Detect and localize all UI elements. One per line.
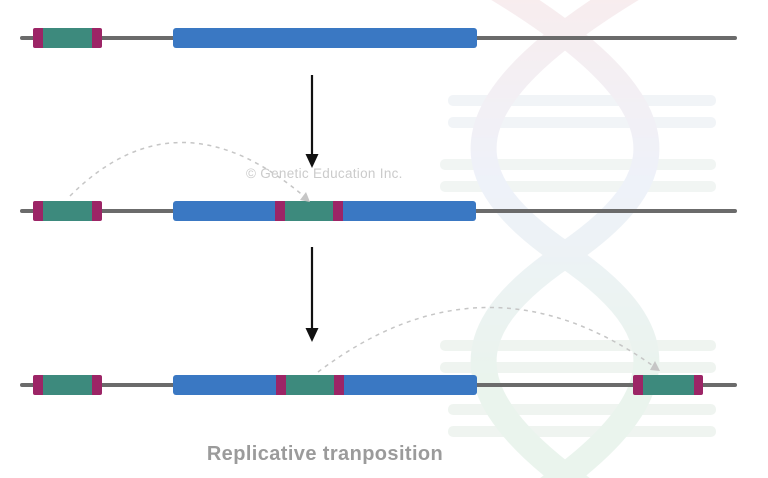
transposon-body [43, 201, 92, 221]
transposon-body [643, 375, 694, 395]
target-dna-segment [343, 201, 476, 221]
transposon-copy-new-site-step3 [633, 375, 703, 395]
target-dna-segment [173, 201, 275, 221]
transposon-body [43, 375, 92, 395]
inverted-repeat-left [33, 375, 43, 395]
inserted-transposon-copy [285, 201, 333, 221]
inverted-repeat-right [92, 375, 102, 395]
inverted-repeat-left [633, 375, 643, 395]
helix-rung [448, 426, 716, 437]
transposon-donor-step2 [33, 201, 102, 221]
inverted-repeat-left [276, 375, 286, 395]
inverted-repeat-left [275, 201, 285, 221]
inverted-repeat-right [334, 375, 344, 395]
inverted-repeat-left [33, 28, 43, 48]
transposon-body [43, 28, 92, 48]
transposon-donor-step3 [33, 375, 102, 395]
dna-helix-watermark-icon [440, 0, 716, 478]
inverted-repeat-left [33, 201, 43, 221]
diagram-caption: Replicative tranposition [206, 443, 444, 465]
helix-strand [470, 0, 660, 478]
target-dna-segment [173, 375, 276, 395]
inverted-repeat-right [694, 375, 703, 395]
inverted-repeat-right [92, 201, 102, 221]
inserted-transposon-copy [286, 375, 334, 395]
target-dna-segment [344, 375, 477, 395]
target-dna-step1 [173, 28, 477, 48]
inverted-repeat-right [92, 28, 102, 48]
target-dna-segment [173, 28, 477, 48]
target-dna-with-insert-step2 [173, 201, 476, 221]
step-arrow-2-head [305, 328, 319, 342]
inverted-repeat-right [333, 201, 343, 221]
transposon-donor-step1 [33, 28, 102, 48]
target-dna-with-insert-step3 [173, 375, 477, 395]
watermark-text: © Genetic Education Inc. [246, 166, 403, 181]
